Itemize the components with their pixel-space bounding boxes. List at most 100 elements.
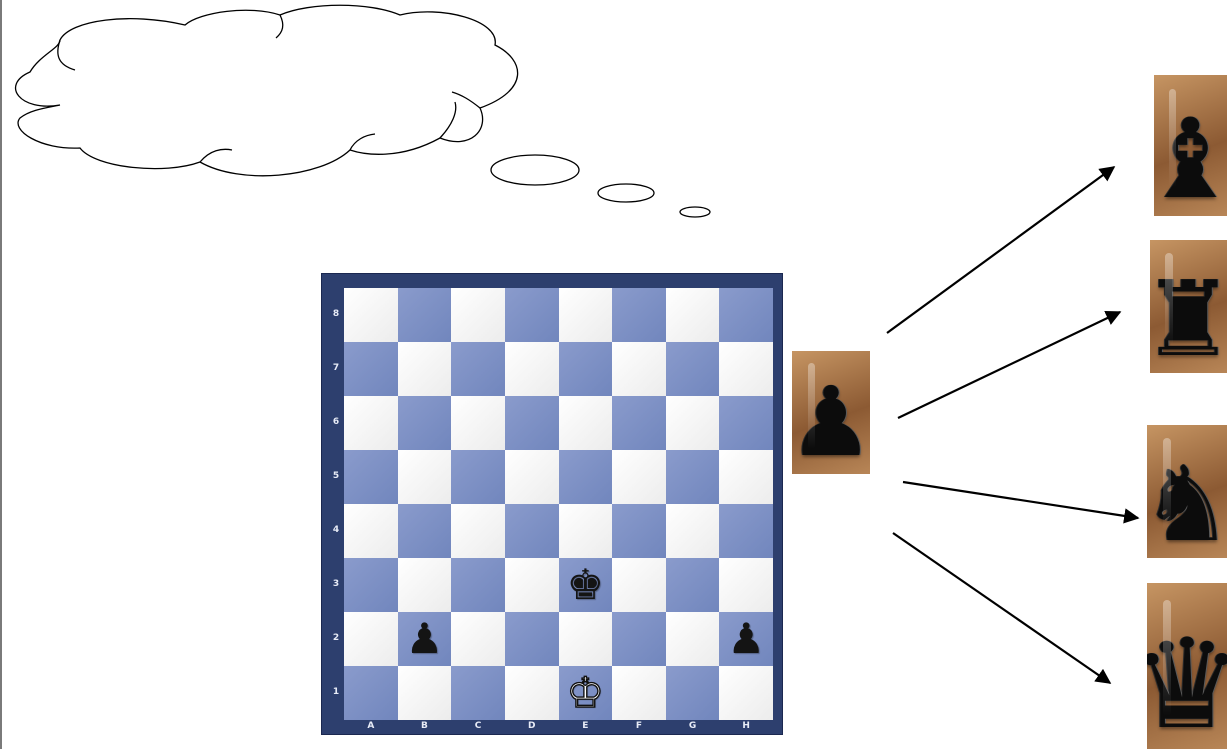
promotion-arrows [887, 167, 1138, 683]
square-g8[interactable] [666, 288, 720, 342]
square-h7[interactable] [719, 342, 773, 396]
square-e5[interactable] [559, 450, 613, 504]
square-a6[interactable] [344, 396, 398, 450]
square-g7[interactable] [666, 342, 720, 396]
square-d7[interactable] [505, 342, 559, 396]
square-g4[interactable] [666, 504, 720, 558]
square-g5[interactable] [666, 450, 720, 504]
chess-board: ♚ ♟ ♟ ♔ [344, 288, 773, 720]
square-f3[interactable] [612, 558, 666, 612]
square-a5[interactable] [344, 450, 398, 504]
file-label-d: D [505, 721, 559, 731]
square-b7[interactable] [398, 342, 452, 396]
rook-glyph: ♜ [1150, 267, 1227, 371]
square-f7[interactable] [612, 342, 666, 396]
black-knight-photo-icon: ♞ [1147, 425, 1227, 558]
square-g3[interactable] [666, 558, 720, 612]
rank-label-4: 4 [330, 525, 342, 535]
square-c6[interactable] [451, 396, 505, 450]
square-b3[interactable] [398, 558, 452, 612]
black-queen-photo-icon: ♛ [1147, 583, 1227, 749]
arrow-to-rook [898, 312, 1120, 418]
white-king-icon[interactable]: ♔ [566, 672, 604, 714]
rank-label-6: 6 [330, 417, 342, 427]
black-rook-photo-icon: ♜ [1150, 240, 1227, 373]
file-label-e: E [559, 721, 613, 731]
arrow-to-knight [903, 482, 1138, 518]
square-c8[interactable] [451, 288, 505, 342]
black-pawn-icon[interactable]: ♟ [727, 618, 765, 660]
square-d4[interactable] [505, 504, 559, 558]
file-label-b: B [398, 721, 452, 731]
square-g6[interactable] [666, 396, 720, 450]
square-h5[interactable] [719, 450, 773, 504]
square-b2[interactable]: ♟ [398, 612, 452, 666]
thought-bubble-dot-large [491, 155, 579, 185]
square-c1[interactable] [451, 666, 505, 720]
square-b8[interactable] [398, 288, 452, 342]
thought-cloud [16, 5, 518, 176]
square-g2[interactable] [666, 612, 720, 666]
square-f2[interactable] [612, 612, 666, 666]
file-label-f: F [612, 721, 666, 731]
rank-label-5: 5 [330, 471, 342, 481]
square-a7[interactable] [344, 342, 398, 396]
square-d8[interactable] [505, 288, 559, 342]
square-c7[interactable] [451, 342, 505, 396]
square-c4[interactable] [451, 504, 505, 558]
square-a3[interactable] [344, 558, 398, 612]
square-b5[interactable] [398, 450, 452, 504]
square-g1[interactable] [666, 666, 720, 720]
square-b4[interactable] [398, 504, 452, 558]
file-label-g: G [666, 721, 720, 731]
square-c3[interactable] [451, 558, 505, 612]
square-a4[interactable] [344, 504, 398, 558]
square-e1[interactable]: ♔ [559, 666, 613, 720]
square-e7[interactable] [559, 342, 613, 396]
square-b1[interactable] [398, 666, 452, 720]
black-pawn-icon[interactable]: ♟ [406, 618, 444, 660]
square-h6[interactable] [719, 396, 773, 450]
square-d6[interactable] [505, 396, 559, 450]
thought-bubble-dot-small [680, 207, 710, 217]
square-f5[interactable] [612, 450, 666, 504]
square-c5[interactable] [451, 450, 505, 504]
bishop-glyph: ♝ [1154, 104, 1227, 214]
square-e2[interactable] [559, 612, 613, 666]
square-a8[interactable] [344, 288, 398, 342]
square-h2[interactable]: ♟ [719, 612, 773, 666]
black-pawn-photo-icon: ♟ [792, 351, 870, 474]
square-f4[interactable] [612, 504, 666, 558]
file-label-a: A [344, 721, 398, 731]
arrow-to-bishop [887, 167, 1114, 333]
square-d1[interactable] [505, 666, 559, 720]
square-f1[interactable] [612, 666, 666, 720]
square-d2[interactable] [505, 612, 559, 666]
square-a2[interactable] [344, 612, 398, 666]
square-e3[interactable]: ♚ [559, 558, 613, 612]
square-d3[interactable] [505, 558, 559, 612]
queen-glyph: ♛ [1147, 623, 1227, 747]
square-d5[interactable] [505, 450, 559, 504]
square-h3[interactable] [719, 558, 773, 612]
square-h1[interactable] [719, 666, 773, 720]
arrow-to-queen [893, 533, 1110, 683]
square-b6[interactable] [398, 396, 452, 450]
square-e6[interactable] [559, 396, 613, 450]
square-c2[interactable] [451, 612, 505, 666]
square-a1[interactable] [344, 666, 398, 720]
square-f6[interactable] [612, 396, 666, 450]
rank-label-3: 3 [330, 579, 342, 589]
black-bishop-photo-icon: ♝ [1154, 75, 1227, 216]
square-e8[interactable] [559, 288, 613, 342]
knight-glyph: ♞ [1147, 452, 1227, 556]
rank-label-2: 2 [330, 633, 342, 643]
square-f8[interactable] [612, 288, 666, 342]
thought-bubble [16, 5, 710, 217]
square-h8[interactable] [719, 288, 773, 342]
black-king-icon[interactable]: ♚ [566, 564, 604, 606]
thought-bubble-dot-medium [598, 184, 654, 202]
square-h4[interactable] [719, 504, 773, 558]
square-e4[interactable] [559, 504, 613, 558]
file-label-h: H [719, 721, 773, 731]
